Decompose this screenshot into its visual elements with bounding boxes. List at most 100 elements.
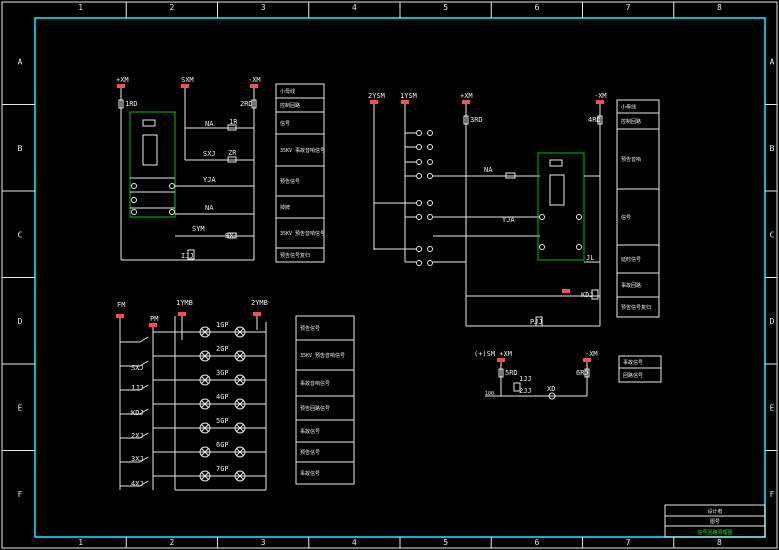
lamp-icon [234, 326, 246, 338]
legend-text: 预告信号 [280, 178, 300, 185]
label-3rd: 3RD [470, 116, 483, 124]
label-p3-1jj: 1JJ [131, 384, 144, 392]
legend-text: 35KV 预告音响信号 [300, 352, 345, 359]
lamp-icon [234, 422, 246, 434]
ruler-col-label: 1 [78, 3, 83, 12]
legend-text: 事故回路 [621, 282, 641, 289]
ruler-row-label: E [770, 403, 775, 412]
terminal-xm-pos [117, 84, 125, 88]
label-p3-4xj: 4XJ [131, 480, 144, 488]
label-p2-xm-pos: +XM [460, 92, 473, 100]
lamp-icon [199, 374, 211, 386]
ruler-col-label: 3 [261, 3, 266, 12]
panel-control-circuit: +XM SXM -XM 1RD 2RD NA 1R SXJ ZR [116, 76, 261, 261]
label-sym: SYM [192, 225, 205, 233]
ruler-col-label: 2 [169, 3, 174, 12]
ruler-row-label: F [18, 490, 23, 499]
legend-text: 事故音响信号 [300, 380, 330, 387]
legend-text: 掉牌 [280, 204, 290, 211]
legend-cell [275, 247, 325, 263]
panel-signal-circuit: 2YSM 1YSM +XM -XM 3RD 4RD [368, 92, 607, 327]
lamp-label: 1GP [216, 321, 229, 329]
lamp-icon [199, 350, 211, 362]
lamp-icon [234, 446, 246, 458]
label-yja: YJA [203, 176, 216, 184]
legend-text: 小母线 [280, 88, 295, 95]
label-p4-xm-neg: -XM [585, 350, 598, 358]
ruler-row-label: B [770, 144, 775, 153]
terminal-xm-neg [250, 84, 258, 88]
lamp-icon [199, 446, 211, 458]
title-block-row2: 图号 [710, 519, 720, 525]
lamp-icon [234, 374, 246, 386]
label-ijj: IJJ [181, 252, 194, 260]
ruler-col-label: 7 [626, 3, 631, 12]
legend-text: 35KV 预告音响信号 [280, 230, 325, 237]
title-block: 设计者 图号 信号回路原理图 [664, 504, 766, 538]
lamp-label: 6GP [216, 441, 229, 449]
label-p4-1jj: 1JJ [519, 375, 532, 383]
ruler-col-label: 2 [169, 538, 174, 547]
legend-text: 小母线 [621, 104, 636, 111]
label-na2: NA [205, 204, 214, 212]
ruler-col-label: 7 [626, 538, 631, 547]
ruler-row-label: A [18, 57, 23, 66]
ruler-row-label: E [18, 403, 23, 412]
legend-text: 预告信号复归 [621, 304, 651, 311]
label-2ysm: 2YSM [368, 92, 385, 100]
label-1rd: 1RD [125, 100, 138, 108]
lamp-label: 7GP [216, 465, 229, 473]
label-5rd: 5RD [505, 369, 518, 377]
legend-text: 回路信号 [623, 372, 643, 379]
legend-text: 预告信号 [300, 449, 320, 456]
label-na: NA [205, 120, 214, 128]
title-block-name: 信号回路原理图 [697, 529, 732, 536]
terminal-sxm [181, 84, 189, 88]
ruler-col-label: 1 [78, 538, 83, 547]
relay-block [129, 111, 176, 218]
label-2rd: 2RD [240, 100, 253, 108]
lamp-icon [234, 350, 246, 362]
ruler-row-label: A [770, 57, 775, 66]
legend-text: 事故信号 [623, 359, 643, 366]
legend-text: 35KV 事故音响信号 [280, 147, 325, 154]
label-p3-kdj: KDJ [131, 409, 144, 417]
label-p3-sxj: SXJ [131, 364, 144, 372]
legend-text: 控制回路 [621, 118, 641, 125]
relay-block-2 [537, 152, 585, 261]
label-p3-3xj: 3XJ [131, 455, 144, 463]
ruler-col-label: 8 [717, 538, 722, 547]
label-sxm: SXM [181, 76, 194, 84]
label-pjj: PJJ [530, 318, 543, 326]
ruler-row-label: B [18, 144, 23, 153]
label-jl: JL [586, 254, 594, 262]
lamp-label: 2GP [216, 345, 229, 353]
legend-cell [616, 296, 660, 318]
label-p2-na: NA [484, 166, 493, 174]
lamp-label: 5GP [216, 417, 229, 425]
label-sxj: SXJ [203, 150, 216, 158]
lamp-icon [199, 422, 211, 434]
label-p2-xm-neg: -XM [594, 92, 607, 100]
ruler-col-label: 4 [352, 538, 357, 547]
ruler-col-label: 6 [534, 3, 539, 12]
lamp-icon [234, 470, 246, 482]
legend-cell [618, 367, 662, 383]
label-fm: FM [117, 301, 125, 309]
label-2ymb: 2YMB [251, 299, 268, 307]
label-1r: 1R [229, 118, 238, 126]
lamp-icon [234, 398, 246, 410]
lamp-icon [199, 398, 211, 410]
label-xm-neg: -XM [248, 76, 261, 84]
legend-text: 预告信号 [300, 325, 320, 332]
legend-text: 信号 [280, 120, 290, 127]
label-xd: XD [547, 385, 555, 393]
label-1ysm: 1YSM [400, 92, 417, 100]
label-4rd: 4RD [588, 116, 601, 124]
label-zr: ZR [228, 149, 237, 157]
